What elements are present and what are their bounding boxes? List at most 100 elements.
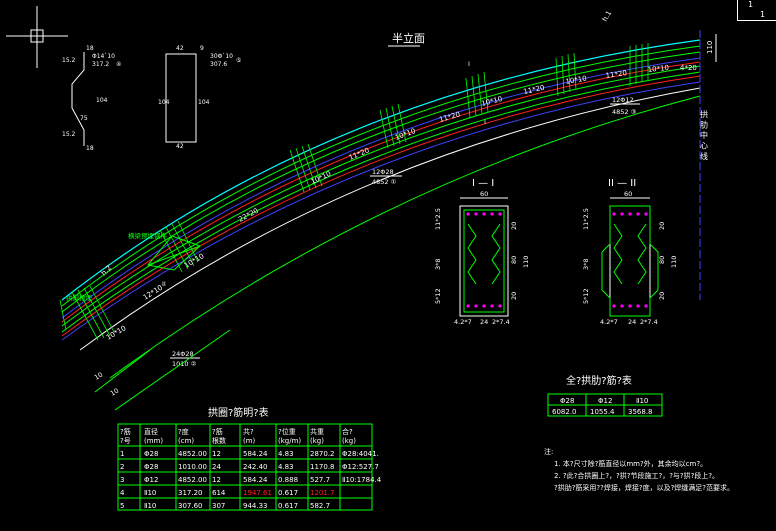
- svg-text:Φ14`10: Φ14`10: [92, 53, 115, 60]
- table-cell: 317.20: [178, 489, 203, 497]
- rebar-2-sub: 1010 ②: [172, 360, 197, 368]
- table-header-cell: 共?: [243, 427, 254, 436]
- svg-text:24: 24: [480, 318, 488, 326]
- table-cell: Φ28:4041.: [342, 450, 379, 458]
- viewport-badge: 1 1: [737, 0, 776, 21]
- table-header-cell: 共重: [310, 427, 324, 436]
- table-cell: 242.40: [243, 463, 268, 471]
- arch-line-inner-white: [79, 87, 701, 351]
- table-header-cell: (cm): [178, 437, 194, 445]
- svg-text:11*2.5: 11*2.5: [434, 208, 442, 230]
- table-cell: 1: [120, 450, 124, 458]
- bottom-dim-b: 10: [109, 387, 120, 398]
- svg-text:104: 104: [158, 99, 170, 106]
- table-cell: 4852.00: [178, 450, 207, 458]
- svg-text:307.6: 307.6: [210, 61, 227, 68]
- total-table: 全?拱肋?筋?表 Φ28 Φ12 Ⅱ10 6082.0 1055.4 3568.…: [547, 374, 663, 417]
- arch-line-outer-green-1: [61, 45, 701, 307]
- svg-text:5*12: 5*12: [582, 288, 590, 304]
- svg-text:60: 60: [480, 190, 488, 198]
- table-cell: Ⅱ10: [144, 502, 156, 510]
- table-cell: 12: [212, 476, 221, 484]
- viewport-badge-top: 1: [748, 0, 754, 9]
- rebar-3-label: 12Φ12: [612, 96, 634, 104]
- svg-text:11*2.5: 11*2.5: [582, 208, 590, 230]
- svg-text:Φ28: Φ28: [560, 397, 574, 405]
- table-cell: 582.7: [310, 502, 330, 510]
- elevation-title: 半立面: [392, 31, 425, 45]
- table-cell: 584.24: [243, 476, 268, 484]
- seg-label: 10*10: [565, 74, 587, 86]
- table-cell: 4852.00: [178, 476, 207, 484]
- table-header-cell: ?位重: [278, 427, 296, 436]
- table-cell: 1170.8: [310, 463, 335, 471]
- table-cell: 24: [212, 463, 221, 471]
- table-cell: 3: [120, 476, 124, 484]
- svg-text:75: 75: [80, 115, 88, 122]
- sec-mark-I: I: [484, 118, 486, 126]
- rebar-1-sub: 4852 ①: [372, 178, 397, 186]
- rebar-table: 拱圈?筋明?表 ?筋?号直径(mm)?度(cm)?筋根数共?(m)?位重(kg/…: [117, 406, 382, 511]
- table-cell: Φ12:527.7: [342, 463, 379, 471]
- table-cell: 1201.7: [310, 489, 335, 497]
- lower-guides: [94, 329, 231, 411]
- svg-text:60: 60: [624, 190, 632, 198]
- seg-label: 10*10: [647, 64, 669, 74]
- svg-text:15.2: 15.2: [62, 131, 76, 138]
- svg-text:3*8: 3*8: [582, 258, 590, 270]
- svg-text:3568.8: 3568.8: [628, 408, 653, 416]
- table-header-cell: ?筋: [120, 427, 131, 436]
- svg-text:15.2: 15.2: [62, 57, 76, 64]
- svg-text:24: 24: [628, 318, 636, 326]
- table-header-cell: 根数: [212, 436, 226, 445]
- svg-text:20: 20: [510, 222, 518, 230]
- note-line: 2. ?此?合拱圈上?，?拱?节段施工?，?与?拱?段上?。: [554, 471, 719, 480]
- table-header-cell: 直径: [144, 427, 158, 436]
- note-line: ?拱肋?筋采用??焊接，焊接?度，以及?焊缝满足?范要求。: [554, 483, 734, 492]
- table-cell: 0.888: [278, 476, 298, 484]
- table-cell: 1010.00: [178, 463, 207, 471]
- rebar-table-title: 拱圈?筋明?表: [208, 406, 269, 419]
- svg-text:Φ12: Φ12: [598, 397, 612, 405]
- svg-text:42: 42: [176, 45, 184, 52]
- table-header-cell: (m): [243, 437, 256, 445]
- svg-text:9: 9: [200, 45, 204, 52]
- table-cell: 614: [212, 489, 226, 497]
- svg-text:18: 18: [86, 45, 94, 52]
- arch-rib-elevation: [61, 39, 701, 379]
- svg-text:110: 110: [522, 256, 530, 268]
- band-5: [465, 71, 489, 119]
- table-cell: Φ12: [144, 476, 158, 484]
- viewport-badge-bottom: 1: [760, 10, 766, 19]
- svg-text:Ⅱ10: Ⅱ10: [636, 397, 648, 405]
- left-label: 拱脚预埋: [66, 293, 93, 302]
- svg-text:20: 20: [658, 222, 666, 230]
- table-cell: 527.7: [310, 476, 330, 484]
- svg-text:80: 80: [658, 256, 666, 264]
- arch-line-outer-cyan: [61, 39, 701, 301]
- rebar-2-label: 24Φ28: [172, 350, 194, 358]
- svg-text:2*7.4: 2*7.4: [492, 318, 510, 326]
- table-header-cell: (kg): [310, 437, 324, 445]
- svg-text:110: 110: [670, 256, 678, 268]
- svg-text:6082.0: 6082.0: [552, 408, 577, 416]
- table-cell: 1947.61: [243, 489, 272, 497]
- svg-text:80: 80: [510, 256, 518, 264]
- seg-label: 11*20: [348, 146, 371, 161]
- band-6: [555, 52, 577, 97]
- section-I-title: I — I: [472, 178, 494, 189]
- note-line: 1. 本?尺寸除?筋直径以mm?外，其余均以cm?。: [554, 459, 707, 468]
- rebar-3-sub: 4852 ③: [612, 108, 637, 116]
- crosshair-cursor: [6, 6, 68, 68]
- notes: 注: 1. 本?尺寸除?筋直径以mm?外，其余均以cm?。 2. ?此?合拱圈上…: [544, 447, 734, 492]
- svg-text:20: 20: [510, 292, 518, 300]
- seg-label: 10*10: [105, 324, 127, 342]
- seg-label: 4*20: [680, 64, 697, 72]
- arch-line-green-2: [61, 51, 701, 313]
- svg-text:30Φ`10: 30Φ`10: [210, 53, 233, 60]
- table-cell: 307: [212, 502, 225, 510]
- table-cell: Ⅱ10:1784.4: [342, 476, 382, 484]
- section-II-title: II — II: [608, 178, 636, 189]
- table-cell: 4: [120, 489, 125, 497]
